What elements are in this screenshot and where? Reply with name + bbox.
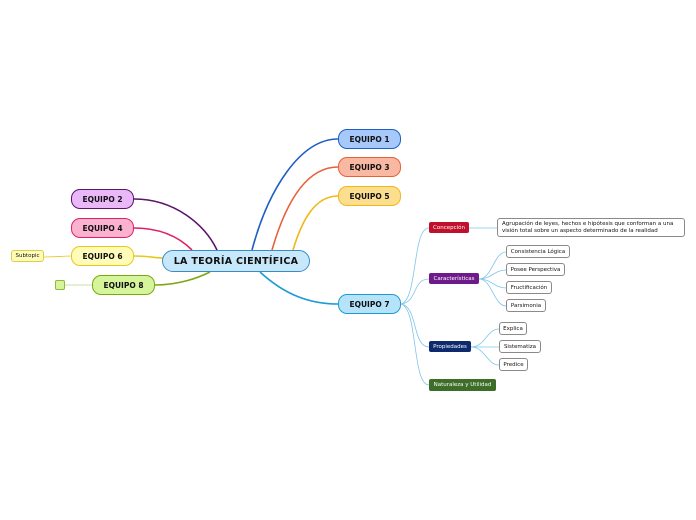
node-equipo-4[interactable]: EQUIPO 4 [71,218,134,238]
concepcion-detail-line-1: Agrupación de leyes, hechos e hipótesis … [502,221,674,227]
node-explica[interactable]: Explica [499,322,527,335]
node-equipo-5[interactable]: EQUIPO 5 [338,186,401,206]
node-naturaleza-utilidad[interactable]: Naturaleza y Utilidad [429,379,496,391]
connector-equipo-7 [259,271,339,305]
node-equipo-2[interactable]: EQUIPO 2 [71,189,134,209]
node-propiedades[interactable]: Propiedades [429,341,471,352]
node-equipo-8[interactable]: EQUIPO 8 [92,275,155,295]
node-concepcion-detail[interactable]: Agrupación de leyes, hechos e hipótesis … [497,218,685,237]
node-empty[interactable] [55,280,65,290]
node-equipo-1[interactable]: EQUIPO 1 [338,129,401,149]
connector-subtopic [43,255,73,258]
connector-equipo-4 [133,227,193,251]
node-predice[interactable]: Predice [499,358,528,371]
concepcion-detail-line-2: visión total sobre un aspecto determinad… [502,227,658,234]
node-consistencia-logica[interactable]: Consistencia Lógica [506,245,570,258]
connector-equipo-1 [251,138,339,251]
connector-equipo-3 [271,166,339,251]
connector-equipo-5 [292,195,339,251]
node-sistematiza[interactable]: Sistematiza [499,340,541,353]
node-fructificacion[interactable]: Fructificación [506,281,552,294]
connector-equipo-2 [133,198,218,251]
node-concepcion[interactable]: Concepción [429,222,469,233]
node-subtopic[interactable]: Subtopic [11,250,44,262]
central-topic[interactable]: LA TEORÍA CIENTÍFICA [162,250,310,272]
node-caracteristicas[interactable]: Características [429,273,479,284]
node-posee-perspectiva[interactable]: Posee Perspectiva [506,263,565,276]
connector-equipo-6 [133,255,164,259]
node-equipo-6[interactable]: EQUIPO 6 [71,246,134,266]
node-parsimonia[interactable]: Parsimonia [506,299,546,312]
connector-equipo-8 [154,271,211,286]
node-equipo-3[interactable]: EQUIPO 3 [338,157,401,177]
node-equipo-7[interactable]: EQUIPO 7 [338,294,401,314]
